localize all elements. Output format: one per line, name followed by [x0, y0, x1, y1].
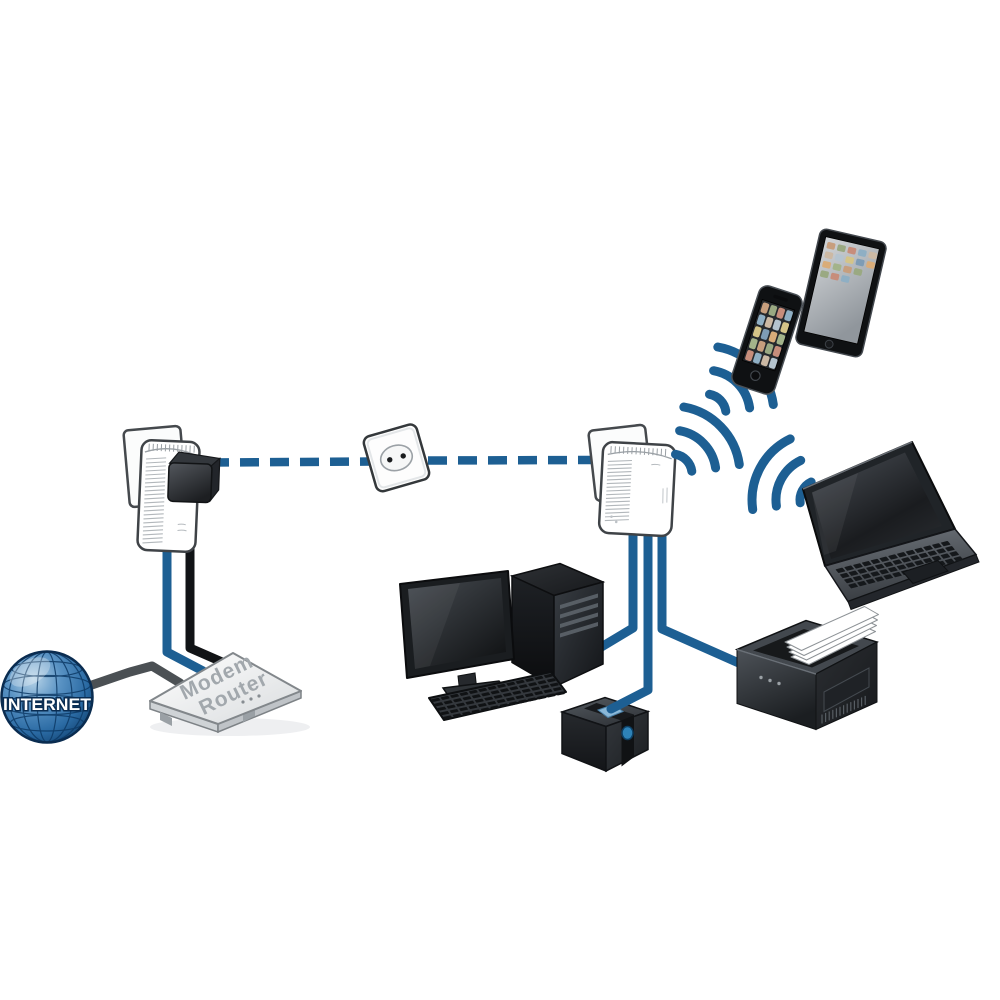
router-top-face — [149, 652, 302, 725]
laptop-touchpad — [902, 559, 949, 585]
desktop-keyboard — [428, 671, 567, 721]
router-foot — [160, 712, 172, 726]
tablet-home-button — [824, 339, 834, 349]
adapter-right-top-ticks — [610, 446, 667, 456]
ethernet-cable-tower — [593, 527, 638, 654]
phone-app-grid — [745, 302, 793, 369]
tablet — [795, 228, 887, 358]
internet-label: INTERNET — [3, 695, 92, 714]
socket-hole — [400, 453, 406, 459]
globe-highlight — [9, 657, 51, 687]
printer-vents — [821, 695, 866, 724]
adapter-right-led — [614, 520, 618, 524]
adapter-right-vents — [604, 459, 633, 522]
tower-left-face — [511, 574, 555, 689]
wall-socket — [362, 423, 431, 493]
wifi-signal-laptop-icon — [747, 434, 816, 514]
powerline-dashed-link-left — [209, 457, 373, 467]
router-status-leds — [241, 694, 261, 704]
router-ethernet-cable-blue — [162, 546, 208, 676]
plug-front-face — [167, 462, 213, 504]
laptop-screen-sheen — [812, 473, 858, 555]
adapter-right-logo-mark — [651, 463, 661, 466]
tablet-app-grid — [819, 242, 878, 283]
desktop-monitor — [399, 570, 515, 702]
powerline-dashed-link-right — [427, 455, 593, 465]
printer-side-panel — [823, 667, 870, 713]
phone-speaker-slit — [773, 294, 788, 302]
nas-power-button — [621, 725, 634, 741]
monitor-screen-sheen — [408, 583, 460, 669]
smartphone — [731, 285, 803, 395]
keyboard-keys — [431, 673, 565, 720]
internet-cable-gray — [81, 661, 185, 692]
wifi-signal-adapter-icon — [671, 402, 744, 476]
socket-hole — [387, 457, 393, 463]
laptop-lid-edge-highlight — [802, 441, 913, 490]
tower-drive-bays — [560, 593, 598, 638]
phone-home-button — [750, 370, 761, 381]
laptop — [802, 441, 980, 611]
adapter-left-top-ticks — [148, 443, 195, 453]
adapter-left-vents — [142, 457, 167, 544]
laptop-screen — [812, 452, 942, 559]
internet-globe: INTERNET — [0, 650, 94, 744]
desktop-tower — [509, 562, 606, 689]
globe-outline — [0, 650, 94, 744]
adapter-right-side-marks — [662, 487, 668, 504]
socket-recess — [379, 444, 414, 472]
printer-paper — [784, 606, 879, 665]
powerline-wifi-adapter — [587, 423, 677, 538]
socket-plate-inner — [366, 427, 427, 489]
nas-drive — [559, 696, 651, 773]
laptop-keyboard — [835, 540, 964, 589]
powerline-adapter-left — [122, 424, 222, 554]
ethernet-cable-nas — [606, 527, 653, 714]
power-plug-black — [167, 451, 222, 504]
printer-front-edge-highlight — [736, 648, 817, 675]
monitor-screen — [408, 578, 506, 669]
printer — [734, 606, 879, 731]
nas-side-stripe — [621, 714, 634, 767]
adapter-left-logo-mark — [177, 523, 187, 532]
adapter-right-led — [610, 515, 613, 519]
printer-status-leds — [759, 675, 781, 686]
ethernet-cable-printer — [657, 527, 746, 669]
